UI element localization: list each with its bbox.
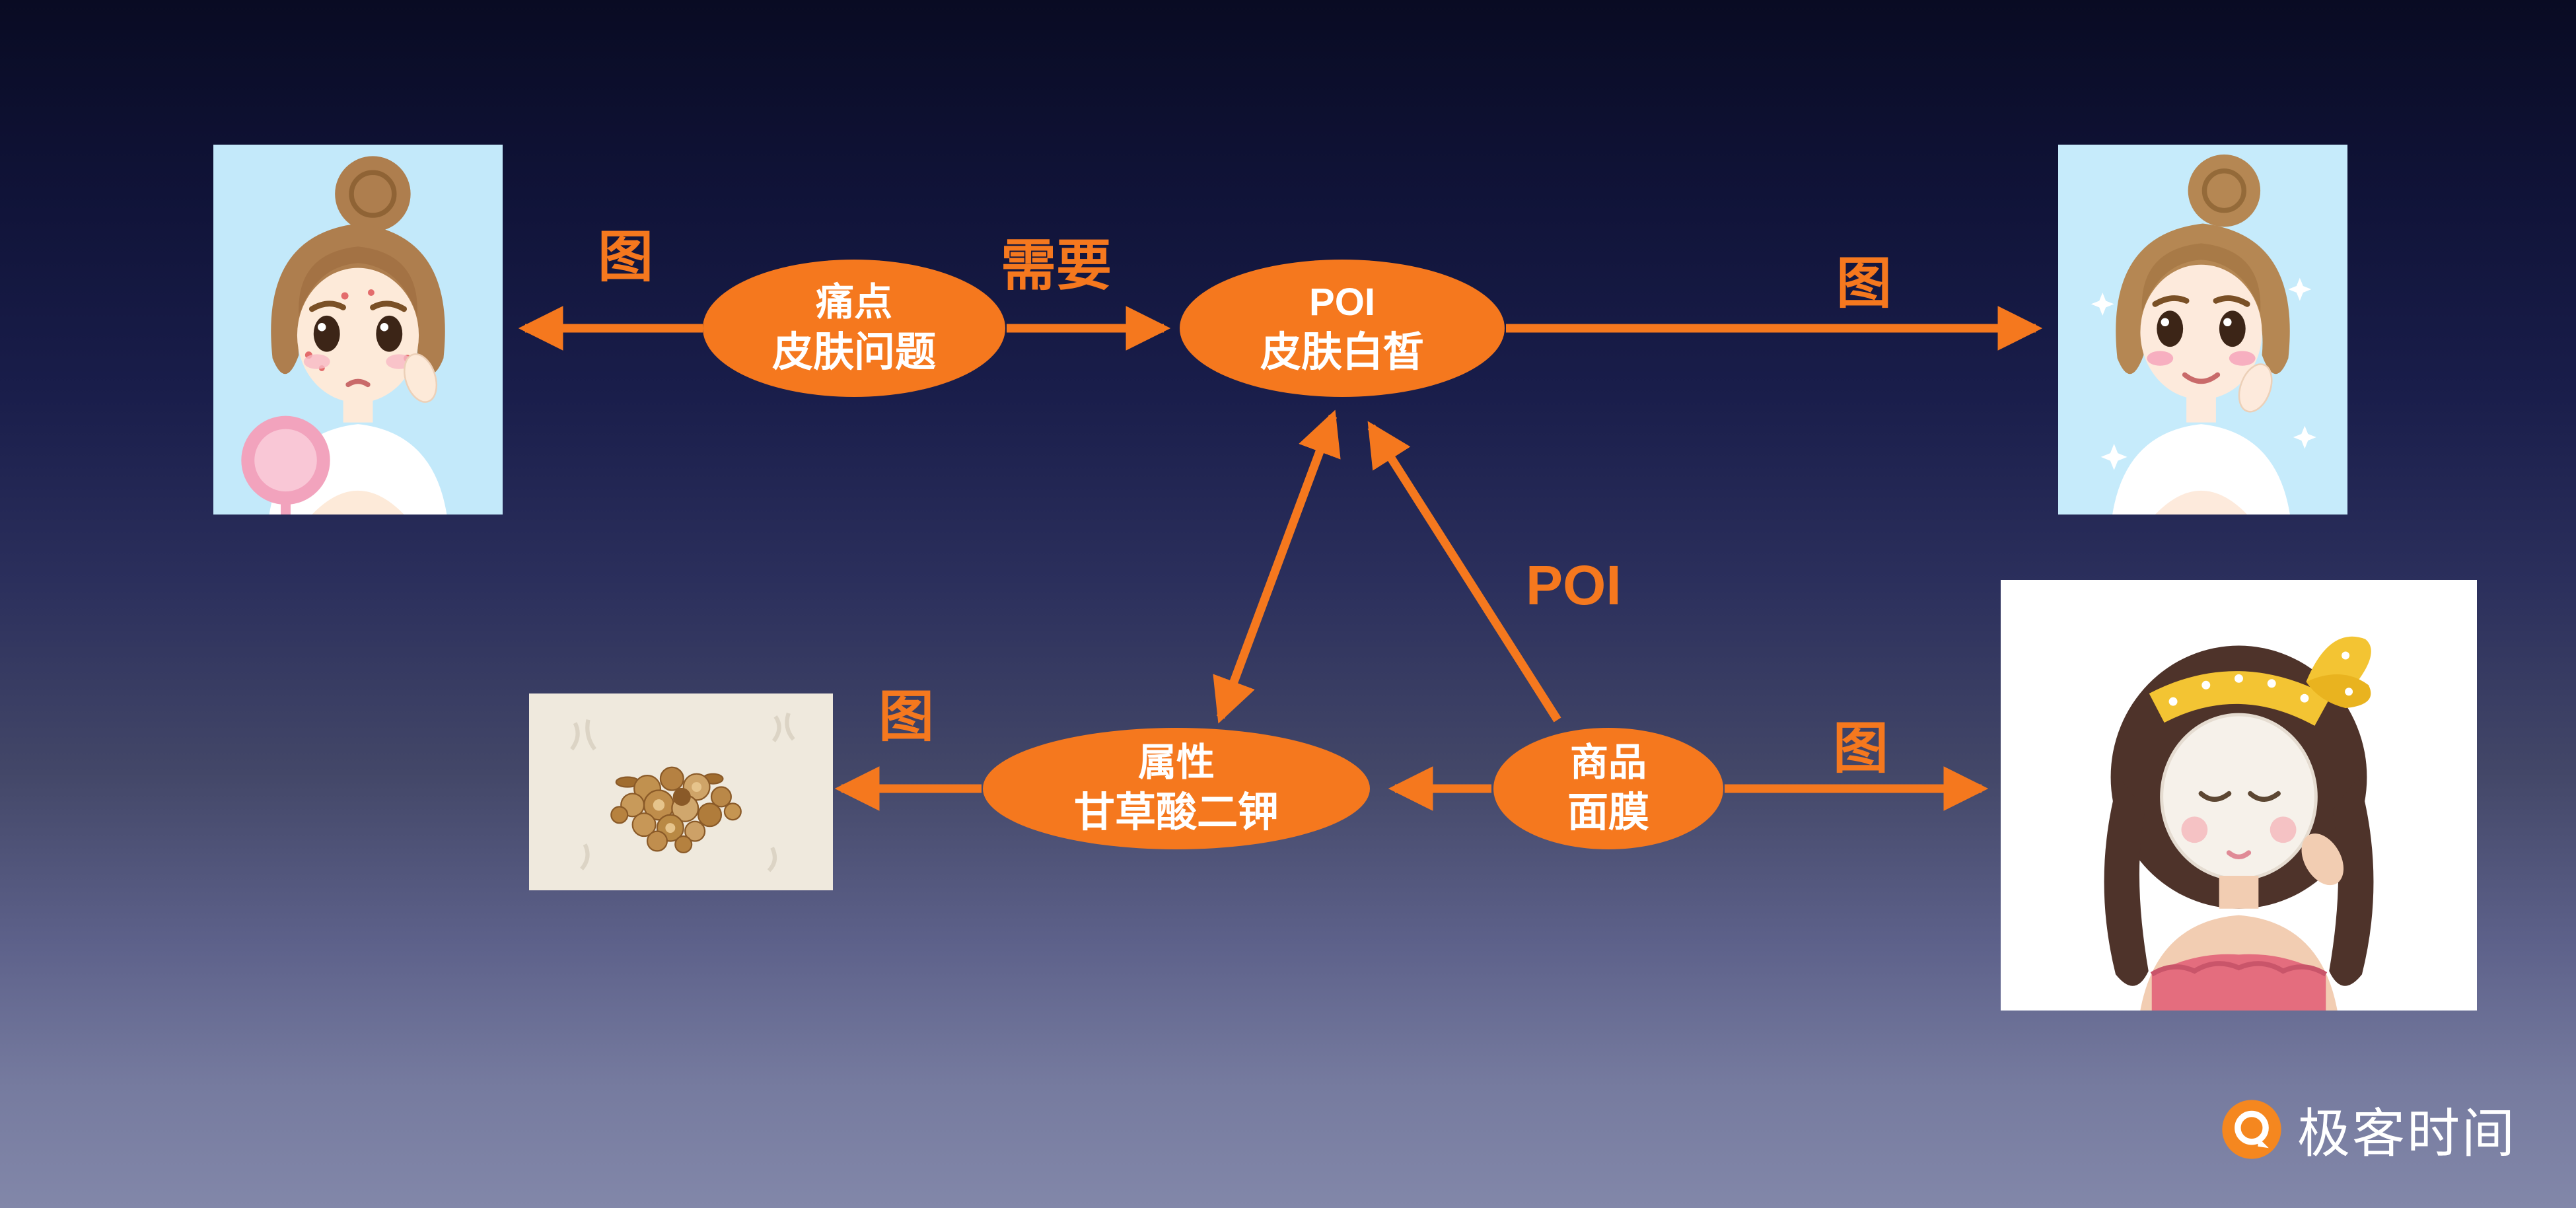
node-attribute-label: 甘草酸二钾 xyxy=(1073,789,1279,835)
node-product-type: 商品 xyxy=(1569,741,1647,784)
node-pain-point: 痛点 皮肤问题 xyxy=(703,260,1005,397)
node-product: 商品 面膜 xyxy=(1493,728,1723,849)
edge-label-painpoint-image: 图 xyxy=(598,226,654,288)
edge-label-poi-image: 图 xyxy=(1836,252,1892,314)
fair-skin-girl-image xyxy=(2058,145,2347,515)
edge-label-need: 需要 xyxy=(1001,234,1112,297)
licorice-slices-image xyxy=(529,693,833,890)
edge-attribute-to-poi xyxy=(1213,409,1341,724)
geektime-logo-icon xyxy=(2222,1100,2281,1159)
node-product-label: 面膜 xyxy=(1567,789,1649,835)
node-poi-label: 皮肤白皙 xyxy=(1260,329,1424,375)
skin-problem-girl-image xyxy=(213,145,503,515)
edge-label-attribute-image: 图 xyxy=(878,686,935,748)
edge-product-to-poi xyxy=(1367,421,1561,723)
node-attribute: 属性 甘草酸二钾 xyxy=(983,728,1370,849)
edge-label-product-poi: POI xyxy=(1526,554,1622,616)
geektime-logo: 极客时间 xyxy=(2221,1091,2517,1168)
edge-label-product-image: 图 xyxy=(1833,717,1889,779)
face-mask-girl-image xyxy=(2001,580,2477,1011)
node-attribute-type: 属性 xyxy=(1137,741,1215,784)
node-poi: POI 皮肤白皙 xyxy=(1180,260,1505,397)
node-pain-point-type: 痛点 xyxy=(815,281,892,324)
geektime-logo-text: 极客时间 xyxy=(2297,1104,2517,1163)
node-poi-type: POI xyxy=(1309,281,1375,324)
node-pain-point-label: 皮肤问题 xyxy=(771,329,936,375)
